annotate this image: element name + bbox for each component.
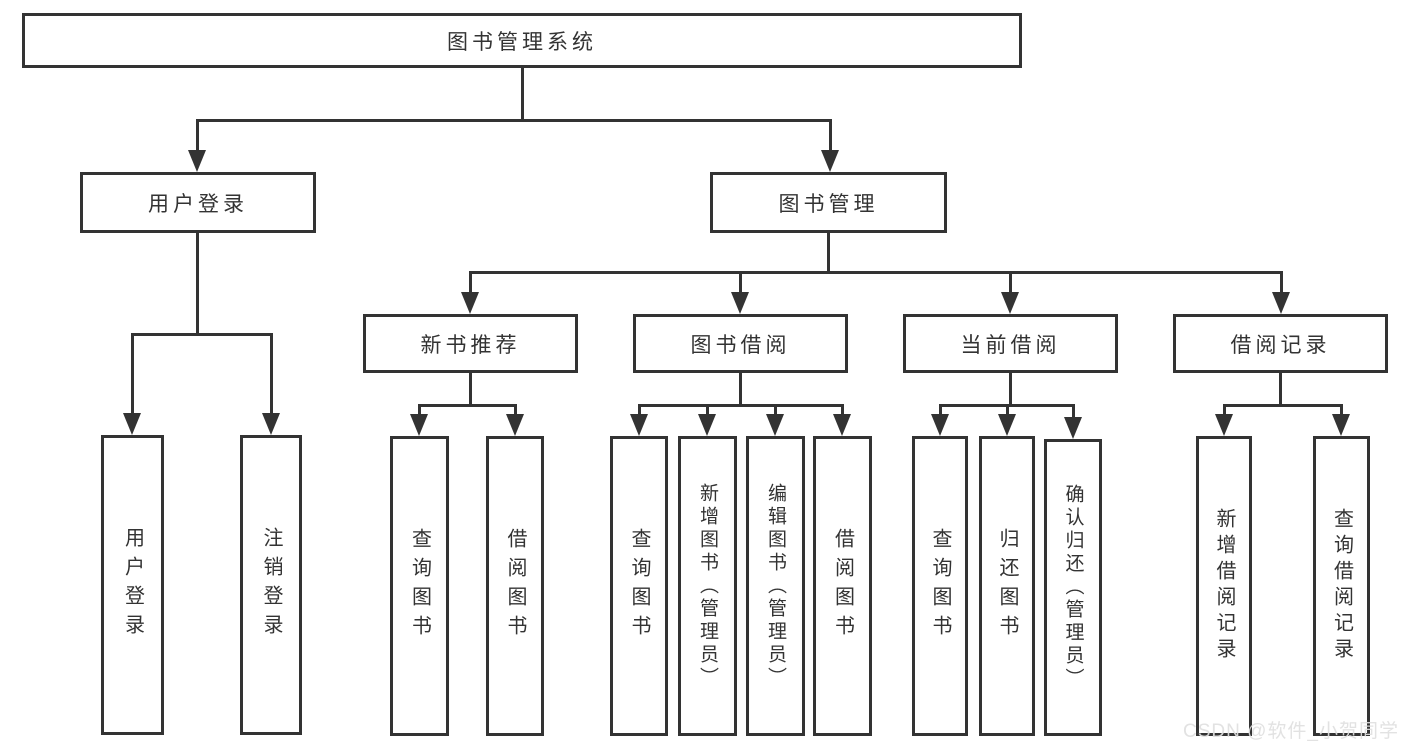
connector-vline xyxy=(1072,404,1075,418)
arrowhead-down-icon xyxy=(1332,414,1350,436)
arrowhead-down-icon xyxy=(630,414,648,436)
connector-vline xyxy=(514,404,517,416)
connector-vline xyxy=(638,404,641,416)
node-book-management: 图书管理 xyxy=(710,172,947,233)
connector-vline xyxy=(196,231,199,336)
arrowhead-down-icon xyxy=(931,414,949,436)
connector-vline xyxy=(739,371,742,407)
connector-hline xyxy=(638,404,843,407)
connector-vline xyxy=(1279,371,1282,407)
connector-vline xyxy=(841,404,844,416)
connector-vline xyxy=(1006,404,1009,416)
connector-hline xyxy=(418,404,517,407)
connector-vline xyxy=(1009,271,1012,296)
node-new-book-recommend: 新书推荐 xyxy=(363,314,578,373)
connector-vline xyxy=(939,404,942,416)
arrowhead-down-icon xyxy=(506,414,524,436)
connector-vline xyxy=(418,404,421,416)
connector-vline xyxy=(131,333,134,413)
leaf-add-borrow-record: 新增借阅记录 xyxy=(1196,436,1252,736)
connector-vline xyxy=(1009,371,1012,407)
connector-vline xyxy=(270,333,273,413)
leaf-query-book-3: 查询图书 xyxy=(912,436,968,736)
connector-vline xyxy=(1280,271,1283,296)
connector-vline xyxy=(196,119,199,152)
connector-vline xyxy=(774,404,777,416)
node-library-system: 图书管理系统 xyxy=(22,13,1022,68)
arrowhead-down-icon xyxy=(262,413,280,435)
arrowhead-down-icon xyxy=(188,150,206,172)
arrowhead-down-icon xyxy=(1272,292,1290,314)
connector-vline xyxy=(827,231,830,274)
connector-vline xyxy=(521,66,524,120)
arrowhead-down-icon xyxy=(1215,414,1233,436)
connector-vline xyxy=(1340,404,1343,416)
arrowhead-down-icon xyxy=(698,414,716,436)
leaf-query-book-1: 查询图书 xyxy=(390,436,449,736)
connector-vline xyxy=(829,119,832,152)
connector-vline xyxy=(706,404,709,416)
arrowhead-down-icon xyxy=(1064,417,1082,439)
connector-hline xyxy=(1223,404,1343,407)
connector-vline xyxy=(469,271,472,296)
arrowhead-down-icon xyxy=(998,414,1016,436)
connector-hline xyxy=(131,333,273,336)
arrowhead-down-icon xyxy=(410,414,428,436)
leaf-borrow-book-1: 借阅图书 xyxy=(486,436,544,736)
arrowhead-down-icon xyxy=(766,414,784,436)
connector-hline xyxy=(196,119,832,122)
leaf-edit-book-admin: 编辑图书（管理员） xyxy=(746,436,805,736)
leaf-borrow-book-2: 借阅图书 xyxy=(813,436,872,736)
leaf-user-login: 用户登录 xyxy=(101,435,164,735)
leaf-confirm-return-admin: 确认归还（管理员） xyxy=(1044,439,1102,736)
node-book-borrow: 图书借阅 xyxy=(633,314,848,373)
arrowhead-down-icon xyxy=(821,150,839,172)
arrowhead-down-icon xyxy=(461,292,479,314)
node-current-borrow: 当前借阅 xyxy=(903,314,1118,373)
csdn-watermark: CSDN @软件_小贺同学 xyxy=(1183,721,1399,742)
connector-hline xyxy=(469,271,1282,274)
arrowhead-down-icon xyxy=(1001,292,1019,314)
connector-vline xyxy=(469,371,472,407)
arrowhead-down-icon xyxy=(123,413,141,435)
connector-vline xyxy=(739,271,742,296)
node-borrow-records: 借阅记录 xyxy=(1173,314,1388,373)
arrowhead-down-icon xyxy=(731,292,749,314)
leaf-logout: 注销登录 xyxy=(240,435,302,735)
node-user-login: 用户登录 xyxy=(80,172,316,233)
leaf-query-book-2: 查询图书 xyxy=(610,436,668,736)
leaf-return-book: 归还图书 xyxy=(979,436,1035,736)
leaf-query-borrow-record: 查询借阅记录 xyxy=(1313,436,1370,736)
arrowhead-down-icon xyxy=(833,414,851,436)
connector-vline xyxy=(1223,404,1226,416)
leaf-add-book-admin: 新增图书（管理员） xyxy=(678,436,737,736)
